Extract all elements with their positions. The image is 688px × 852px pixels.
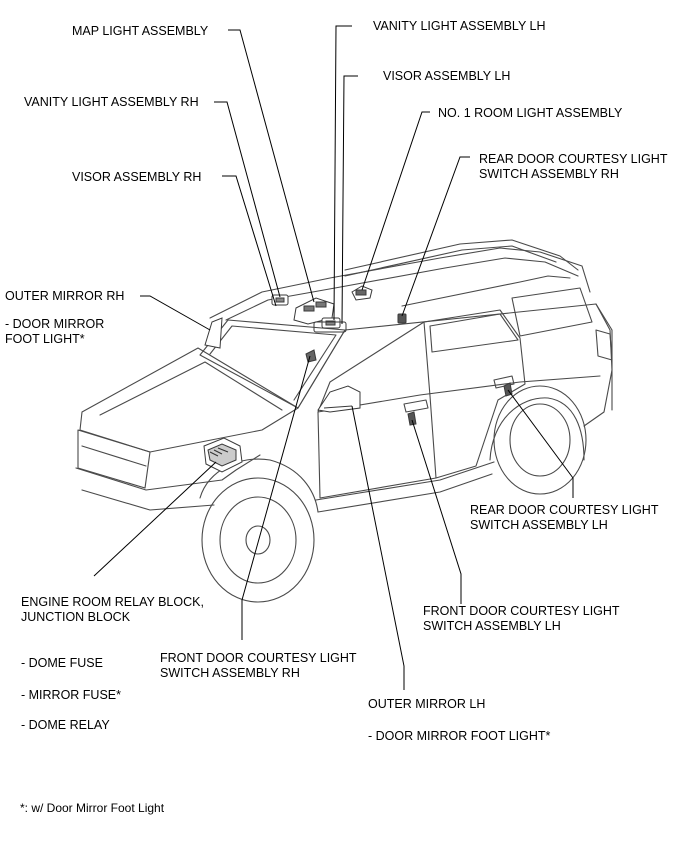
roof-rail-rear [344, 239, 579, 271]
label-vanity-light-lh: VANITY LIGHT ASSEMBLY LH [373, 19, 546, 33]
rear-door [423, 309, 526, 479]
rear-end [583, 303, 613, 427]
label-front-switch-lh: FRONT DOOR COURTESY LIGHT SWITCH ASSEMBL… [423, 604, 620, 633]
label-vanity-light-rh: VANITY LIGHT ASSEMBLY RH [24, 95, 199, 109]
roof-rail-rear-inner [344, 245, 557, 277]
outer-mirror-rh-shape [204, 317, 223, 349]
label-rear-switch-lh: REAR DOOR COURTESY LIGHT SWITCH ASSEMBLY… [470, 503, 659, 532]
front-door-handle [403, 399, 429, 413]
label-dome-fuse: - DOME FUSE [21, 656, 103, 670]
outer-mirror-lh-shape [317, 385, 361, 413]
leader-front-switch-rh [241, 355, 311, 640]
vehicle-roof [209, 247, 591, 319]
visor-lh-shape [313, 321, 347, 333]
leader-map-light [228, 29, 315, 303]
rear-wheel [493, 385, 587, 495]
label-outer-mirror-lh: OUTER MIRROR LH [368, 697, 486, 711]
leader-rear-switch-rh [401, 156, 470, 317]
rocker-panel [315, 461, 495, 501]
front-wheel-rim [219, 496, 297, 584]
leader-rear-switch-lh [507, 389, 574, 498]
front-lower-bumper [81, 489, 215, 511]
label-rear-switch-rh: REAR DOOR COURTESY LIGHT SWITCH ASSEMBLY… [479, 152, 668, 181]
label-visor-lh: VISOR ASSEMBLY LH [383, 69, 511, 83]
leader-room-light [361, 111, 430, 291]
rocker-panel-lower [317, 473, 493, 513]
leader-outer-mirror-rh [140, 295, 211, 331]
leader-visor-rh [222, 175, 277, 307]
leader-visor-lh [341, 75, 358, 325]
rear-wheel-rim [509, 403, 571, 477]
leader-vanity-rh [214, 101, 281, 298]
rear-door-handle [493, 375, 515, 389]
front-wheel-hub [245, 525, 271, 555]
grille-bar [81, 445, 147, 467]
label-room-light: NO. 1 ROOM LIGHT ASSEMBLY [438, 106, 623, 120]
label-mirror-foot-light-lh: - DOOR MIRROR FOOT LIGHT* [368, 729, 551, 743]
label-engine-relay-block: ENGINE ROOM RELAY BLOCK, JUNCTION BLOCK [21, 595, 204, 624]
leader-vanity-lh [333, 25, 352, 321]
windshield-inner [209, 325, 337, 401]
label-visor-rh: VISOR ASSEMBLY RH [72, 170, 202, 184]
rear-quarter-window [511, 287, 593, 337]
windshield [199, 319, 346, 409]
front-switch-rh-shape [305, 349, 317, 363]
hood [79, 347, 299, 453]
roof-rail-front [401, 275, 571, 307]
footnote: *: w/ Door Mirror Foot Light [20, 801, 165, 815]
tail-light [595, 329, 613, 361]
label-mirror-foot-light-rh: - DOOR MIRROR FOOT LIGHT* [5, 317, 105, 346]
rear-door-window [429, 313, 519, 353]
front-bumper [75, 454, 261, 491]
label-outer-mirror-rh: OUTER MIRROR RH [5, 289, 125, 303]
front-door [317, 321, 437, 499]
label-dome-relay: - DOME RELAY [21, 718, 110, 732]
leader-engine-relay [93, 461, 217, 577]
rear-switch-rh-shape [397, 313, 407, 324]
rear-wheel-arch [489, 397, 585, 461]
label-mirror-fuse: - MIRROR FUSE* [21, 688, 121, 702]
label-map-light: MAP LIGHT ASSEMBLY [72, 24, 209, 38]
front-wheel [201, 477, 315, 603]
front-grille [77, 429, 151, 489]
leader-front-switch-lh [411, 419, 462, 604]
leader-outer-mirror-lh [351, 405, 405, 690]
front-wheel-arch [199, 458, 319, 513]
front-switch-lh-shape [407, 411, 417, 426]
hood-crease [99, 361, 283, 416]
belt-line [317, 375, 601, 413]
label-front-switch-rh: FRONT DOOR COURTESY LIGHT SWITCH ASSEMBL… [160, 651, 357, 680]
vehicle-roof-inner [225, 257, 579, 321]
